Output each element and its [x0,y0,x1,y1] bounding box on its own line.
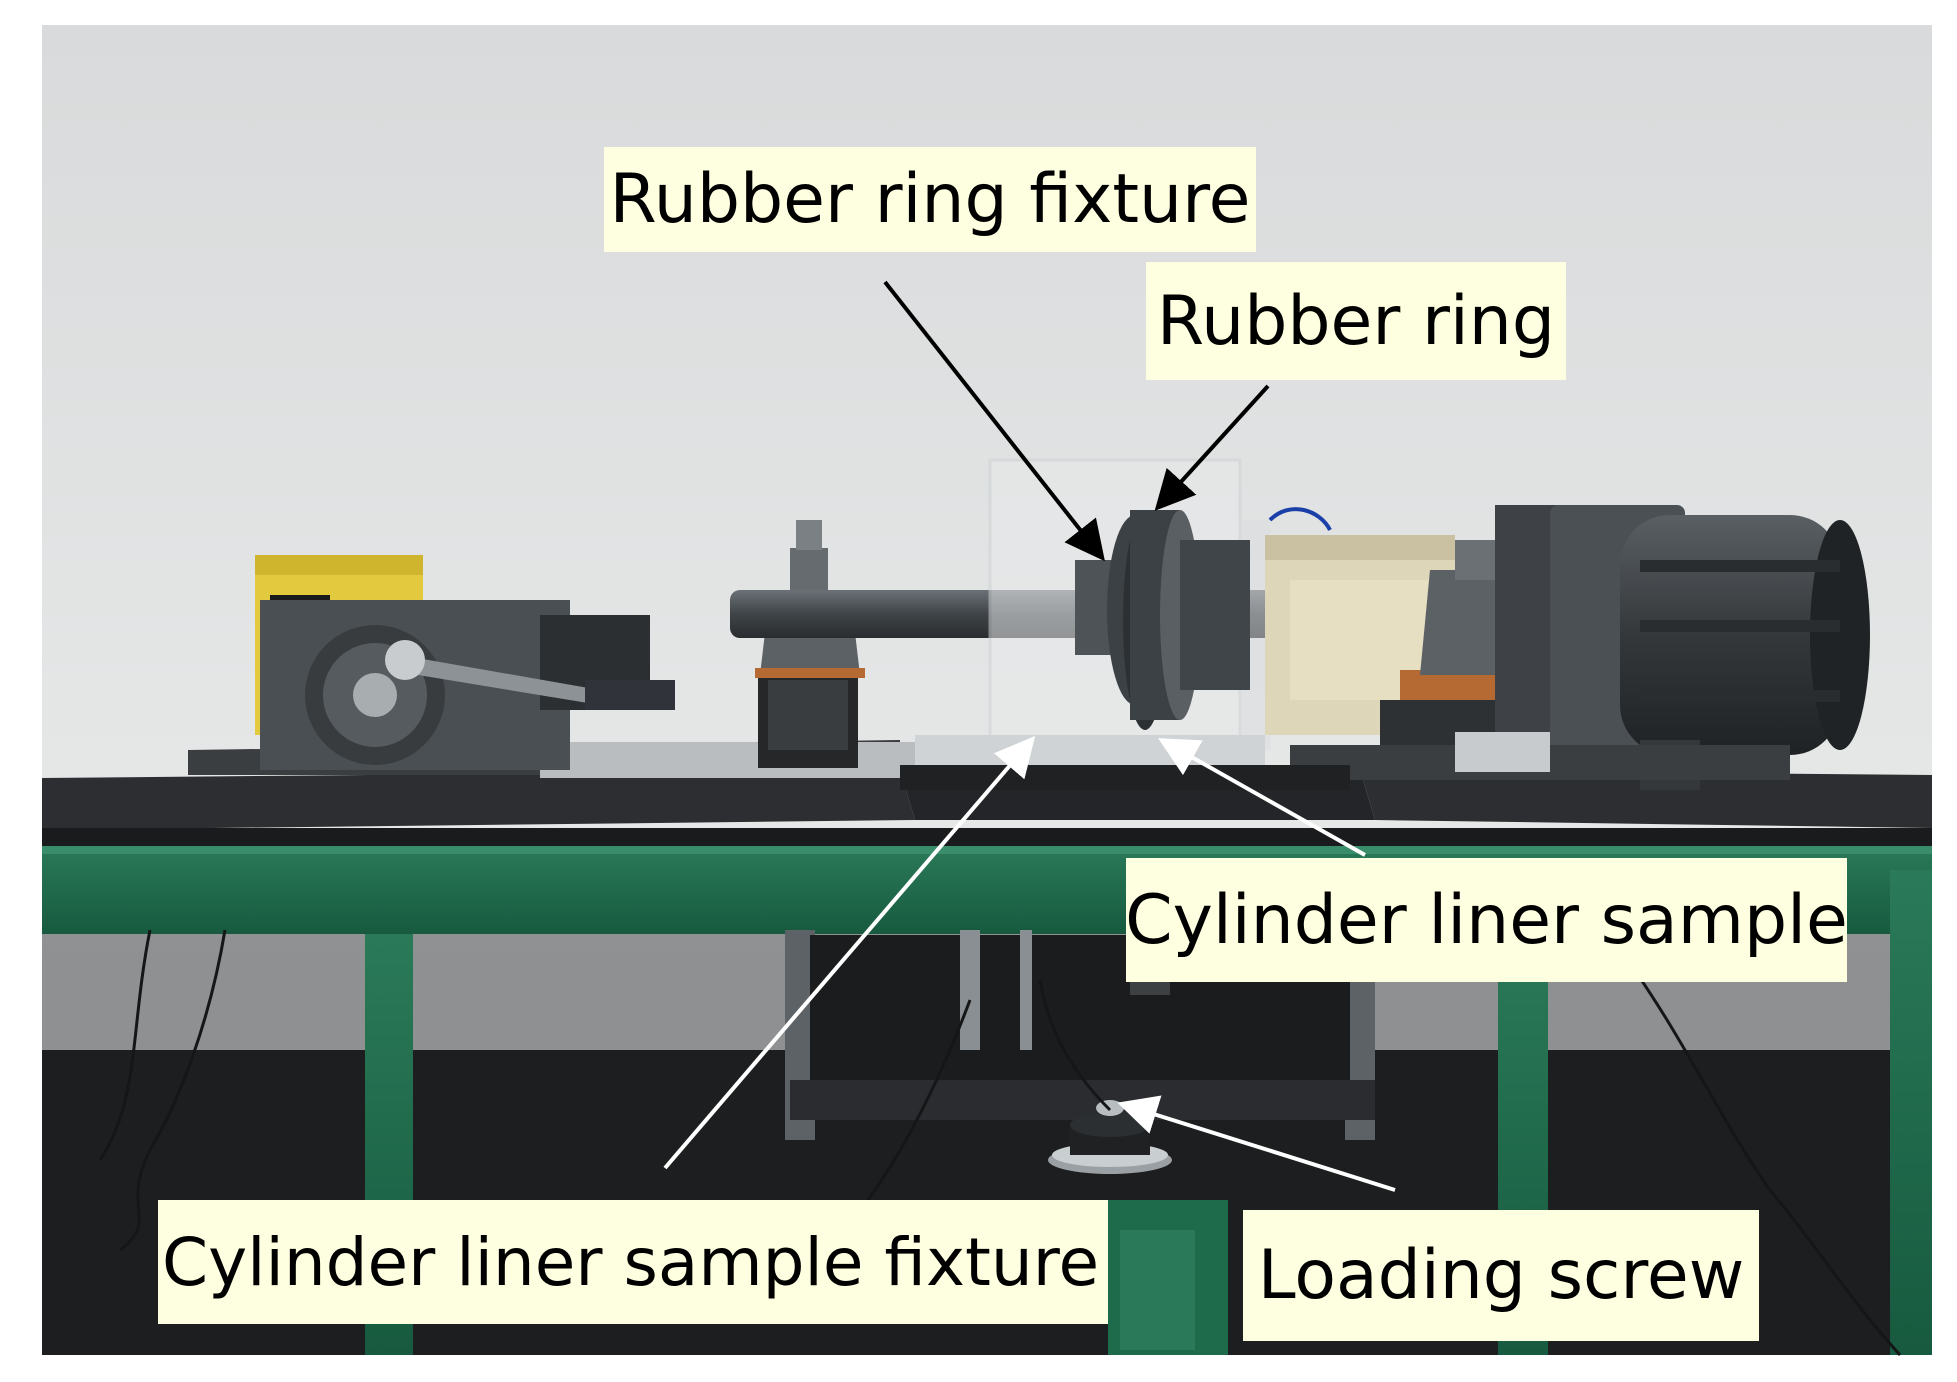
arrow-cylinder-liner-sample [1158,738,1366,857]
cylinder-liner-sample-object [915,735,1265,765]
arrow-cylinder-liner-sample-fixture [663,735,1036,1170]
left-drive-unit [260,600,675,770]
left-bearing-block [755,520,865,768]
label-cylinder-liner-sample-fixture: Cylinder liner sample fixture [158,1200,1108,1324]
label-cylinder-liner-sample: Cylinder liner sample [1125,858,1848,982]
label-rubber-ring: Rubber ring [1146,262,1566,380]
label-rubber-ring-fixture: Rubber ring fixture [604,147,1256,252]
table-top [42,770,1932,846]
arrow-rubber-ring-fixture [883,280,1105,562]
annotation-arrows [663,280,1396,1192]
arrow-loading-screw [1117,1095,1396,1192]
right-motor [1495,505,1870,790]
arrow-rubber-ring [1154,384,1270,511]
rubber-ring-fixture-object [1075,510,1250,730]
label-loading-screw: Loading screw [1243,1210,1759,1341]
